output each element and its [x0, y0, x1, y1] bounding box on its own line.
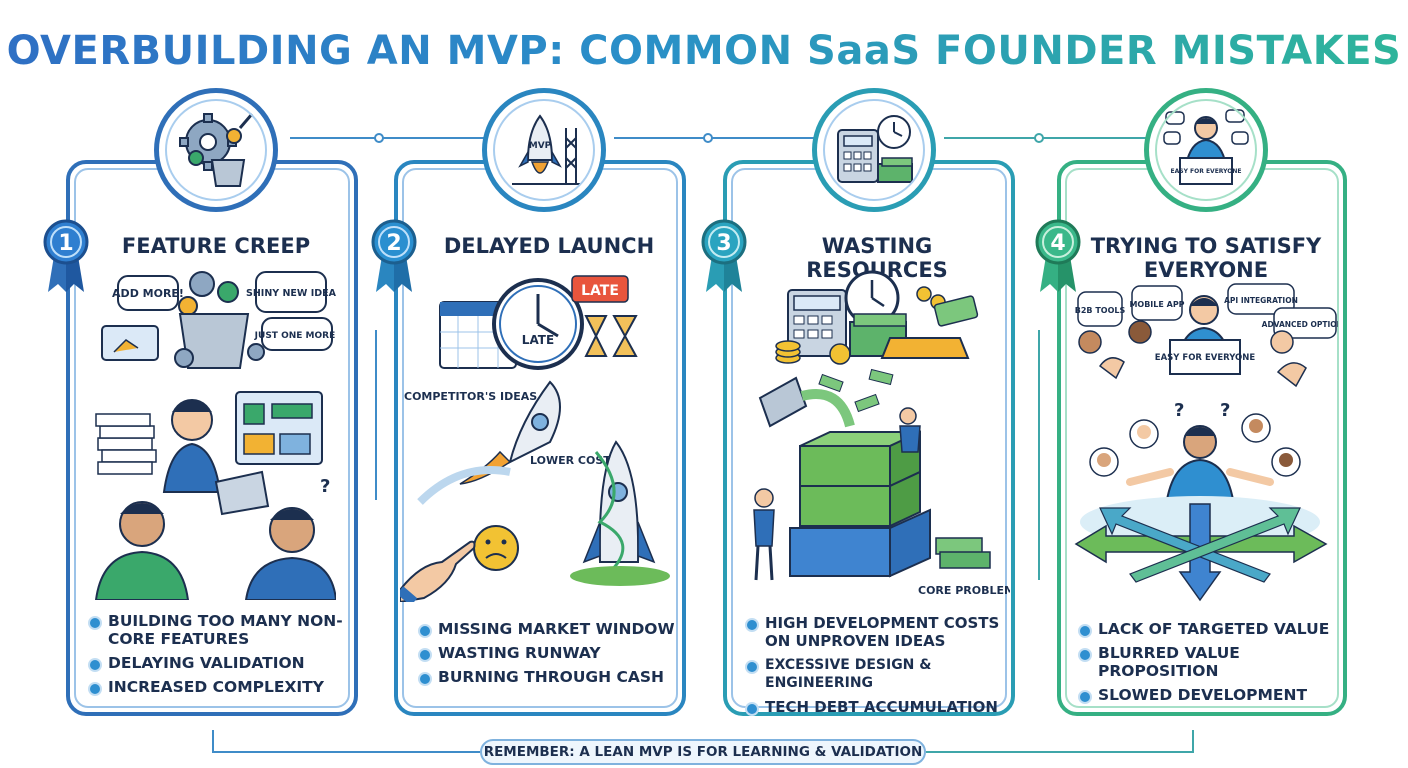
bullet-item: TECH DEBT ACCUMULATION	[745, 698, 1013, 716]
side-connector	[1038, 330, 1040, 580]
connector-dot	[1034, 133, 1044, 143]
medallion-ring	[493, 99, 595, 201]
badge-number: 2	[386, 231, 401, 256]
top-connector-3	[944, 137, 1150, 139]
late-tag: LATE	[581, 283, 619, 299]
medallion-ring	[823, 99, 925, 201]
number-badge-1: 1	[43, 219, 89, 292]
number-badge-2: 2	[371, 219, 417, 292]
bottom-connector	[212, 730, 214, 752]
panel-title: FEATURE CREEP	[121, 234, 311, 258]
medallion-ring	[165, 99, 267, 201]
bubble-add-more: ADD MORE!	[112, 287, 184, 300]
medallion-wasting-resources	[812, 88, 936, 212]
svg-text:?: ?	[320, 476, 330, 497]
bullet-item: WASTING RUNWAY	[418, 644, 676, 662]
number-badge-3: 3	[701, 219, 747, 292]
bottom-connector	[212, 751, 480, 753]
medallion-ring	[1155, 99, 1257, 201]
bullet-item: HIGH DEVELOPMENT COSTS ON UNPROVEN IDEAS	[745, 614, 1013, 650]
bullet-item: SLOWED DEVELOPMENT	[1078, 686, 1340, 704]
bubble-one-more: JUST ONE MORE!	[254, 331, 336, 341]
bottom-connector	[1192, 730, 1194, 752]
bullet-item: BUILDING TOO MANY NON-CORE FEATURES	[88, 612, 346, 648]
panel-delayed-launch	[394, 160, 686, 716]
panel-title: DELAYED LAUNCH	[443, 234, 655, 258]
panel-title: TRYING TO SATISFY EVERYONE	[1090, 234, 1322, 282]
medallion-satisfy-everyone: EASY FOR EVERYONE	[1144, 88, 1268, 212]
sign-easy-label: EASY FOR EVERYONE	[1155, 353, 1256, 363]
top-connector-2	[614, 137, 820, 139]
svg-text:?: ?	[1174, 400, 1184, 421]
bubble-advanced-options: ADVANCED OPTIONS	[1262, 320, 1338, 329]
core-problem-label: CORE PROBLEM	[918, 584, 1010, 597]
bubble-mobile-app: MOBILE APP	[1129, 300, 1184, 309]
competitors-ideas-label: COMPETITOR'S IDEAS	[404, 390, 537, 403]
bullet-item: BLURRED VALUE PROPOSITION	[1078, 644, 1340, 680]
bullet-item: DELAYING VALIDATION	[88, 654, 346, 672]
bullet-list-satisfy-everyone: LACK OF TARGETED VALUE BLURRED VALUE PRO…	[1078, 620, 1340, 710]
side-connector	[375, 330, 377, 500]
bullet-item: LACK OF TARGETED VALUE	[1078, 620, 1340, 638]
svg-text:?: ?	[1220, 400, 1230, 421]
bullet-item: MISSING MARKET WINDOW	[418, 620, 676, 638]
bullet-item: INCREASED COMPLEXITY	[88, 678, 346, 696]
satisfy-everyone-illustration: B2B TOOLS MOBILE APP API INTEGRATION ADV…	[1074, 283, 1338, 602]
clock-late-label: LATE	[522, 333, 554, 347]
badge-number: 4	[1050, 231, 1065, 256]
page-title: OVERBUILDING AN MVP: COMMON SaaS FOUNDER…	[0, 28, 1408, 74]
medallion-feature-creep	[154, 88, 278, 212]
bubble-shiny-idea: SHINY NEW IDEA	[246, 288, 336, 299]
number-badge-4: 4	[1035, 219, 1081, 292]
top-connector-1	[290, 137, 485, 139]
footer-reminder: REMEMBER: A LEAN MVP IS FOR LEARNING & V…	[480, 739, 926, 765]
bullet-list-delayed-launch: MISSING MARKET WINDOW WASTING RUNWAY BUR…	[418, 620, 676, 692]
bullet-list-feature-creep: BUILDING TOO MANY NON-CORE FEATURES DELA…	[88, 612, 346, 702]
feature-creep-illustration: ADD MORE! SHINY NEW IDEA JUST ONE MORE! …	[94, 271, 336, 600]
badge-number: 1	[58, 231, 73, 256]
wasting-resources-illustration: CORE PROBLEM	[753, 270, 1010, 597]
connector-dot	[374, 133, 384, 143]
badge-number: 3	[716, 231, 731, 256]
bubble-b2b-tools: B2B TOOLS	[1075, 306, 1126, 315]
bottom-connector	[926, 751, 1194, 753]
bubble-api-integration: API INTEGRATION	[1224, 296, 1298, 305]
lower-costs-label: LOWER COSTS	[530, 454, 619, 467]
bullet-item: EXCESSIVE DESIGN & ENGINEERING	[745, 656, 1013, 692]
medallion-delayed-launch: MVP	[482, 88, 606, 212]
connector-dot	[703, 133, 713, 143]
bullet-item: BURNING THROUGH CASH	[418, 668, 676, 686]
delayed-launch-illustration: LATE LATE COMPETITOR'S IDEAS LOWER COSTS	[400, 275, 670, 602]
bullet-list-wasting-resources: HIGH DEVELOPMENT COSTS ON UNPROVEN IDEAS…	[745, 614, 1013, 722]
